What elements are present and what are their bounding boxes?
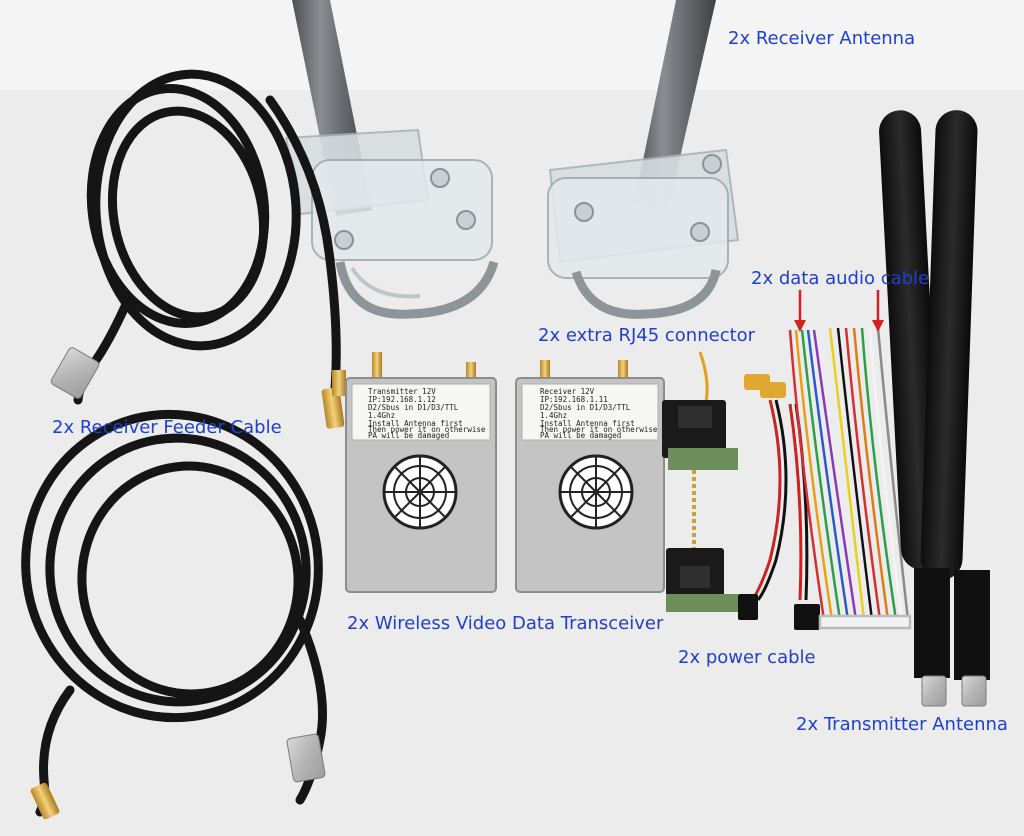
svg-text:Install Antenna first: Install Antenna first	[540, 419, 635, 428]
transmitter-label-line2: IP:192.168.1.12	[368, 395, 436, 404]
caption-transceiver: 2x Wireless Video Data Transceiver	[347, 613, 664, 634]
receiver-feeder-cable-top	[73, 69, 341, 405]
caption-transmitter-antenna: 2x Transmitter Antenna	[796, 714, 1008, 735]
receiver-feeder-cable-top-connectors	[50, 347, 345, 429]
transmitter-label-line3: D2/Sbus in D1/D3/TTL	[368, 403, 459, 412]
receiver-label-line4: 1.4Ghz	[540, 411, 567, 420]
transmitter-label-line1: Transmitter 12V	[368, 387, 436, 396]
svg-text:PA will be damaged: PA will be damaged	[368, 431, 449, 440]
svg-text:Transmitter 12V: Transmitter 12V	[368, 387, 436, 396]
svg-text:1.4Ghz: 1.4Ghz	[540, 411, 567, 420]
caption-receiver-antenna: 2x Receiver Antenna	[728, 28, 916, 49]
receiver-label-line5: Install Antenna first	[540, 419, 635, 428]
svg-text:Then power it on otherwise: Then power it on otherwise	[540, 425, 658, 434]
svg-text:Install Antenna first: Install Antenna first	[368, 419, 463, 428]
caption-power-cable: 2x power cable	[678, 647, 816, 668]
svg-text:Receiver 12V: Receiver 12V	[540, 387, 595, 396]
transmitter-module: Transmitter 12V IP:192.168.1.12 D2/Sbus …	[332, 352, 497, 593]
receiver-label-line1: Receiver 12V	[540, 387, 595, 396]
receiver-label-line6: Then power it on otherwise	[540, 425, 658, 434]
receiver-module: Receiver 12V IP:192.168.1.11 D2/Sbus in …	[515, 360, 665, 593]
power-cables	[738, 374, 820, 630]
data-audio-arrows	[794, 290, 884, 332]
svg-text:1.4Ghz: 1.4Ghz	[368, 411, 395, 420]
receiver-label-line7: PA will be damaged	[540, 431, 621, 440]
caption-receiver-feeder-cable: 2x Receiver Feeder Cable	[52, 417, 282, 438]
svg-text:D2/Sbus in D1/D3/TTL: D2/Sbus in D1/D3/TTL	[540, 403, 631, 412]
receiver-antenna-left	[284, 0, 499, 319]
caption-rj45-connector: 2x extra RJ45 connector	[538, 325, 756, 346]
receiver-feeder-cable-bottom-connectors	[30, 733, 326, 820]
transmitter-label-line4: 1.4Ghz	[368, 411, 395, 420]
svg-text:Then power it on otherwise: Then power it on otherwise	[368, 425, 486, 434]
receiver-antenna-right	[547, 0, 740, 319]
receiver-label-line2: IP:192.168.1.11	[540, 395, 608, 404]
receiver-feeder-cable-bottom	[21, 409, 327, 817]
transmitter-antennas	[879, 110, 990, 707]
transmitter-label-line6: Then power it on otherwise	[368, 425, 486, 434]
transmitter-label-line5: Install Antenna first	[368, 419, 463, 428]
svg-text:D2/Sbus in D1/D3/TTL: D2/Sbus in D1/D3/TTL	[368, 403, 459, 412]
caption-data-audio-cable: 2x data audio cable	[751, 268, 930, 289]
transmitter-label-line7: PA will be damaged	[368, 431, 449, 440]
data-audio-cables	[788, 327, 912, 630]
receiver-label-line3: D2/Sbus in D1/D3/TTL	[540, 403, 631, 412]
svg-text:IP:192.168.1.12: IP:192.168.1.12	[368, 395, 436, 404]
svg-text:PA will be damaged: PA will be damaged	[540, 431, 621, 440]
rj45-connectors	[662, 351, 738, 612]
svg-text:IP:192.168.1.11: IP:192.168.1.11	[540, 395, 608, 404]
